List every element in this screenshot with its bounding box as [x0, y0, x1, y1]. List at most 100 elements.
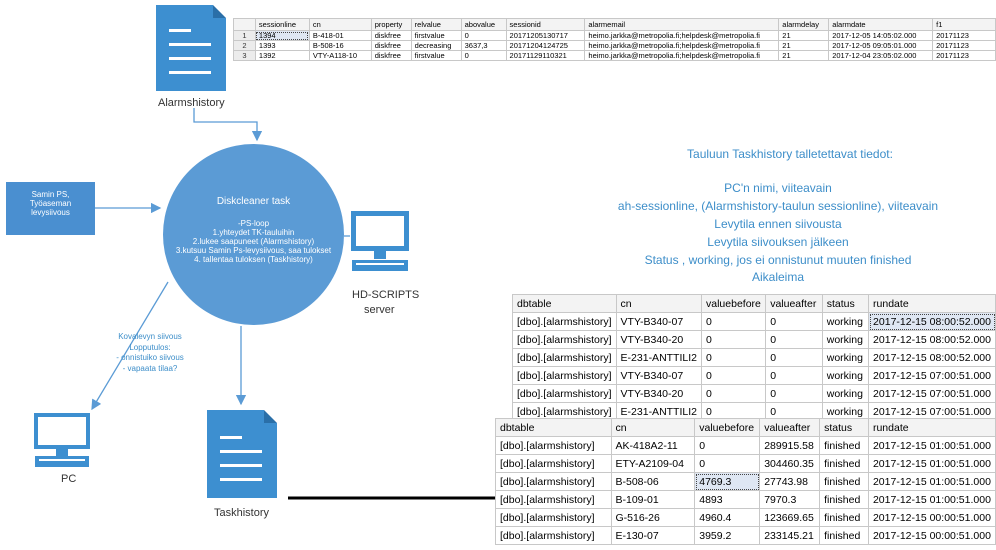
column-header[interactable]: abovalue: [460, 18, 507, 31]
table-cell[interactable]: firstvalue: [410, 30, 462, 41]
table-cell[interactable]: 21: [778, 30, 830, 41]
table-cell[interactable]: [dbo].[alarmshistory]: [512, 384, 617, 403]
table-cell[interactable]: finished: [819, 526, 869, 545]
column-header[interactable]: cn: [308, 18, 372, 31]
table-cell[interactable]: 2017-12-15 01:00:51.000: [867, 454, 996, 473]
column-header[interactable]: cn: [615, 294, 703, 313]
column-header[interactable]: f1: [932, 18, 996, 31]
table-cell[interactable]: heimo.jarkka@metropolia.fi;helpdesk@metr…: [584, 40, 780, 51]
table-cell[interactable]: heimo.jarkka@metropolia.fi;helpdesk@metr…: [584, 50, 780, 61]
table-cell[interactable]: diskfree: [370, 40, 412, 51]
row-number[interactable]: 2: [233, 40, 256, 51]
table-cell[interactable]: 2017-12-05 14:05:02.000: [828, 30, 934, 41]
table-cell[interactable]: B-109-01: [610, 490, 696, 509]
table-cell[interactable]: 0: [765, 330, 823, 349]
table-cell[interactable]: 0: [694, 454, 761, 473]
column-header[interactable]: sessionid: [505, 18, 586, 31]
table-cell[interactable]: 4893: [694, 490, 761, 509]
table-cell[interactable]: working: [821, 366, 870, 385]
table-cell[interactable]: 2017-12-15 08:00:52.000: [868, 348, 996, 367]
table-cell[interactable]: B-418-01: [308, 30, 372, 41]
table-cell[interactable]: [dbo].[alarmshistory]: [495, 472, 612, 491]
column-header[interactable]: rundate: [868, 294, 996, 313]
column-header[interactable]: dbtable: [512, 294, 617, 313]
table-cell[interactable]: B-508-16: [308, 40, 372, 51]
table-cell[interactable]: 2017-12-15 00:00:51.000: [867, 508, 996, 527]
table-cell[interactable]: VTY-B340-20: [615, 384, 703, 403]
table-cell[interactable]: 27743.98: [759, 472, 821, 491]
table-cell[interactable]: decreasing: [410, 40, 462, 51]
table-cell[interactable]: 3959.2: [694, 526, 761, 545]
table-cell[interactable]: 2017-12-15 07:00:51.000: [868, 384, 996, 403]
column-header[interactable]: sessionline: [254, 18, 310, 31]
table-cell[interactable]: B-508-06: [610, 472, 696, 491]
table-cell[interactable]: 233145.21: [759, 526, 821, 545]
table-cell[interactable]: 2017-12-15 08:00:52.000: [868, 330, 996, 349]
table-cell[interactable]: E-130-07: [610, 526, 696, 545]
table-cell[interactable]: [dbo].[alarmshistory]: [495, 508, 612, 527]
table-cell[interactable]: diskfree: [370, 50, 412, 61]
table-cell[interactable]: 0: [700, 366, 767, 385]
table-cell[interactable]: 21: [778, 40, 830, 51]
table-cell[interactable]: [dbo].[alarmshistory]: [512, 366, 617, 385]
table-cell[interactable]: 0: [765, 384, 823, 403]
column-header[interactable]: status: [821, 294, 870, 313]
table-cell[interactable]: 0: [694, 436, 761, 455]
table-cell[interactable]: 1392: [254, 50, 310, 61]
table-cell[interactable]: diskfree: [370, 30, 412, 41]
table-cell[interactable]: 21: [778, 50, 830, 61]
table-cell[interactable]: ETY-A2109-04: [610, 454, 696, 473]
column-header[interactable]: valueafter: [765, 294, 823, 313]
table-cell[interactable]: 2017-12-15 08:00:52.000: [868, 312, 996, 331]
table-cell[interactable]: working: [821, 330, 870, 349]
table-cell[interactable]: 0: [460, 30, 507, 41]
column-header[interactable]: rundate: [867, 418, 996, 437]
table-cell[interactable]: finished: [819, 508, 869, 527]
column-header[interactable]: valuebefore: [700, 294, 767, 313]
table-cell[interactable]: G-516-26: [610, 508, 696, 527]
table-cell[interactable]: 0: [765, 312, 823, 331]
table-cell[interactable]: [dbo].[alarmshistory]: [495, 526, 612, 545]
column-header[interactable]: [233, 18, 256, 31]
table-cell[interactable]: 20171204124725: [505, 40, 586, 51]
row-number[interactable]: 3: [233, 50, 256, 61]
table-cell[interactable]: 2017-12-15 01:00:51.000: [867, 472, 996, 491]
table-cell[interactable]: 7970.3: [759, 490, 821, 509]
table-cell[interactable]: 3637,3: [460, 40, 507, 51]
table-cell[interactable]: [dbo].[alarmshistory]: [512, 348, 617, 367]
table-cell[interactable]: heimo.jarkka@metropolia.fi;helpdesk@metr…: [584, 30, 780, 41]
table-cell[interactable]: firstvalue: [410, 50, 462, 61]
table-cell[interactable]: E-231-ANTTILI2: [615, 348, 703, 367]
table-cell[interactable]: finished: [819, 472, 869, 491]
table-cell[interactable]: VTY-A118-10: [308, 50, 372, 61]
table-cell[interactable]: finished: [819, 490, 869, 509]
table-cell[interactable]: 2017-12-15 01:00:51.000: [867, 436, 996, 455]
table-cell[interactable]: VTY-B340-07: [615, 312, 703, 331]
column-header[interactable]: alarmdelay: [778, 18, 830, 31]
table-cell[interactable]: 20171123: [932, 40, 996, 51]
table-cell[interactable]: 0: [460, 50, 507, 61]
table-cell[interactable]: 20171129110321: [505, 50, 586, 61]
table-cell[interactable]: working: [821, 384, 870, 403]
table-cell[interactable]: finished: [819, 436, 869, 455]
table-cell[interactable]: 2017-12-15 07:00:51.000: [868, 366, 996, 385]
column-header[interactable]: alarmemail: [584, 18, 780, 31]
table-cell[interactable]: 2017-12-05 09:05:01.000: [828, 40, 934, 51]
table-cell[interactable]: 0: [700, 312, 767, 331]
table-cell[interactable]: working: [821, 348, 870, 367]
table-cell[interactable]: 0: [700, 330, 767, 349]
table-cell[interactable]: 0: [765, 348, 823, 367]
table-cell[interactable]: 0: [700, 384, 767, 403]
column-header[interactable]: property: [370, 18, 412, 31]
table-cell[interactable]: 20171205130717: [505, 30, 586, 41]
column-header[interactable]: cn: [610, 418, 696, 437]
